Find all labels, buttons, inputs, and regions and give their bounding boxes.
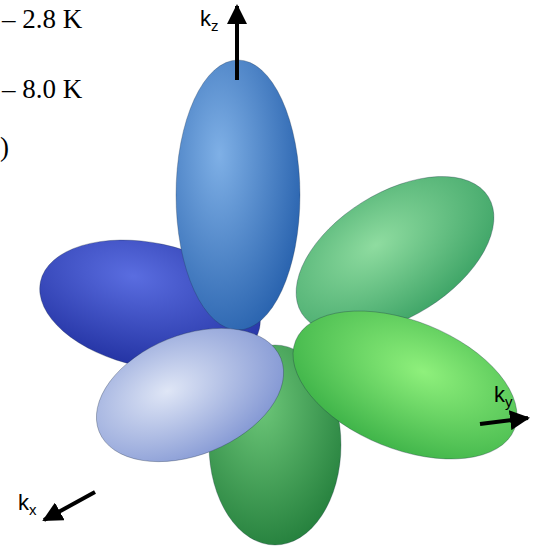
value-label: – 2.8 K — [2, 6, 82, 33]
bracket-label: ) — [0, 134, 9, 161]
axis-arrow — [44, 492, 95, 520]
lobe — [272, 281, 539, 488]
axis-label: kz — [200, 8, 219, 33]
lobe — [77, 303, 304, 488]
lobe — [176, 60, 300, 330]
axis-arrow — [480, 418, 528, 424]
value-label: – 8.0 K — [2, 76, 82, 103]
axis-label: kx — [18, 492, 37, 517]
axis-label: ky — [494, 384, 513, 409]
axis-arrow — [235, 6, 239, 80]
